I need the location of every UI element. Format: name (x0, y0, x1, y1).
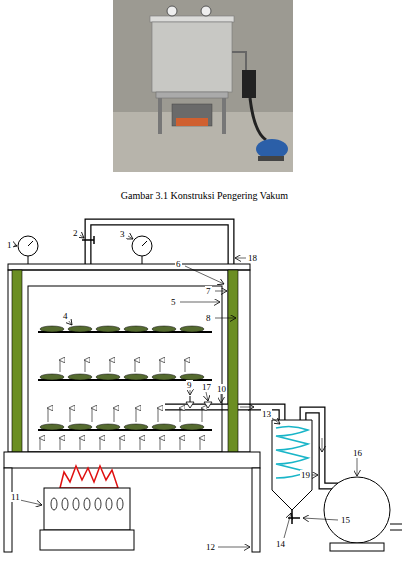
callout-number: 4 (62, 311, 69, 321)
photo (113, 0, 293, 172)
callout-number: 19 (300, 470, 311, 480)
callout-number: 14 (275, 539, 286, 549)
callout-number: 15 (340, 515, 351, 525)
callout-number: 8 (205, 313, 212, 323)
callout-number: 10 (216, 384, 227, 394)
callout-number: 5 (170, 297, 177, 307)
callout-number: 7 (205, 286, 212, 296)
callout-number: 16 (352, 448, 363, 458)
callout-number: 12 (205, 542, 216, 552)
callout-number: 13 (261, 409, 272, 419)
callout-number: 9 (186, 380, 193, 390)
callout-number: 17 (201, 382, 212, 392)
figure-caption: Gambar 3.1 Konstruksi Pengering Vakum (0, 190, 409, 202)
callout-number: 3 (119, 229, 126, 239)
callout-number: 18 (247, 253, 258, 263)
callout-number: 6 (175, 259, 182, 269)
callout-number: 2 (72, 228, 79, 238)
callout-number: 11 (10, 492, 21, 502)
callout-number: 1 (6, 240, 13, 250)
